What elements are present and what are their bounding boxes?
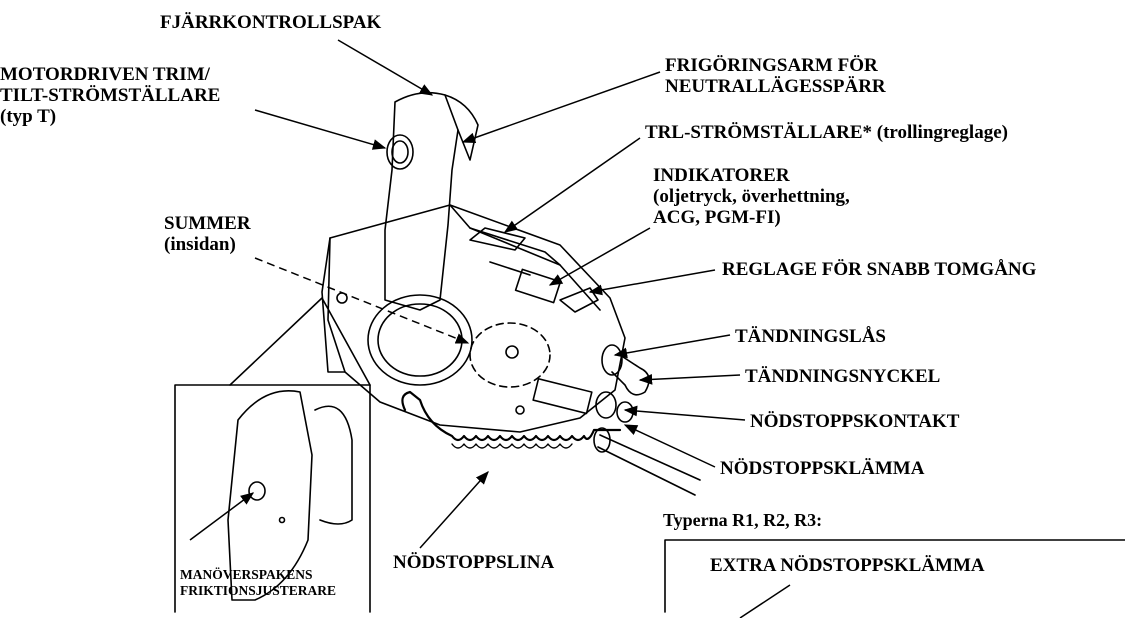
label-ignition-switch: TÄNDNINGSLÅS: [735, 326, 886, 347]
label-types-r: Typerna R1, R2, R3:: [663, 510, 822, 531]
label-spare-emergency-stop-clip: EXTRA NÖDSTOPPSKLÄMMA: [710, 555, 985, 576]
label-remote-control-lever: FJÄRRKONTROLLSPAK: [160, 12, 381, 33]
label-ignition-key: TÄNDNINGSNYCKEL: [745, 366, 940, 387]
trim-tilt-switch: [387, 135, 413, 169]
emergency-stop-switch: [596, 392, 616, 418]
friction-adjuster: [249, 482, 265, 500]
lever-hub: [368, 295, 472, 385]
buzzer-location: [470, 323, 550, 387]
label-buzzer: SUMMER (insidan): [164, 213, 251, 255]
label-fast-idle-lever: REGLAGE FÖR SNABB TOMGÅNG: [722, 259, 1036, 280]
label-emergency-stop-lanyard: NÖDSTOPPSLINA: [393, 552, 554, 573]
label-indicators: INDIKATORER (oljetryck, överhettning, AC…: [653, 165, 850, 228]
label-emergency-stop-switch: NÖDSTOPPSKONTAKT: [750, 411, 959, 432]
control-box-body: [328, 205, 625, 432]
label-emergency-stop-clip: NÖDSTOPPSKLÄMMA: [720, 458, 924, 479]
label-neutral-release-lever: FRIGÖRINGSARM FÖR NEUTRALLÄGESSPÄRR: [665, 55, 886, 97]
label-friction-adjuster: MANÖVERSPAKENS FRIKTIONSJUSTERARE: [180, 567, 336, 599]
emergency-stop-lanyard: [402, 392, 620, 440]
label-trl-switch: TRL-STRÖMSTÄLLARE* (trollingreglage): [645, 122, 1008, 143]
indicator-panel: [516, 269, 561, 302]
remote-control-lever: [385, 93, 458, 310]
label-power-trim-tilt-switch: MOTORDRIVEN TRIM/ TILT-STRÖMSTÄLLARE (ty…: [0, 64, 220, 127]
types-r-frame: [665, 540, 1125, 612]
ignition-switch: [602, 345, 622, 375]
